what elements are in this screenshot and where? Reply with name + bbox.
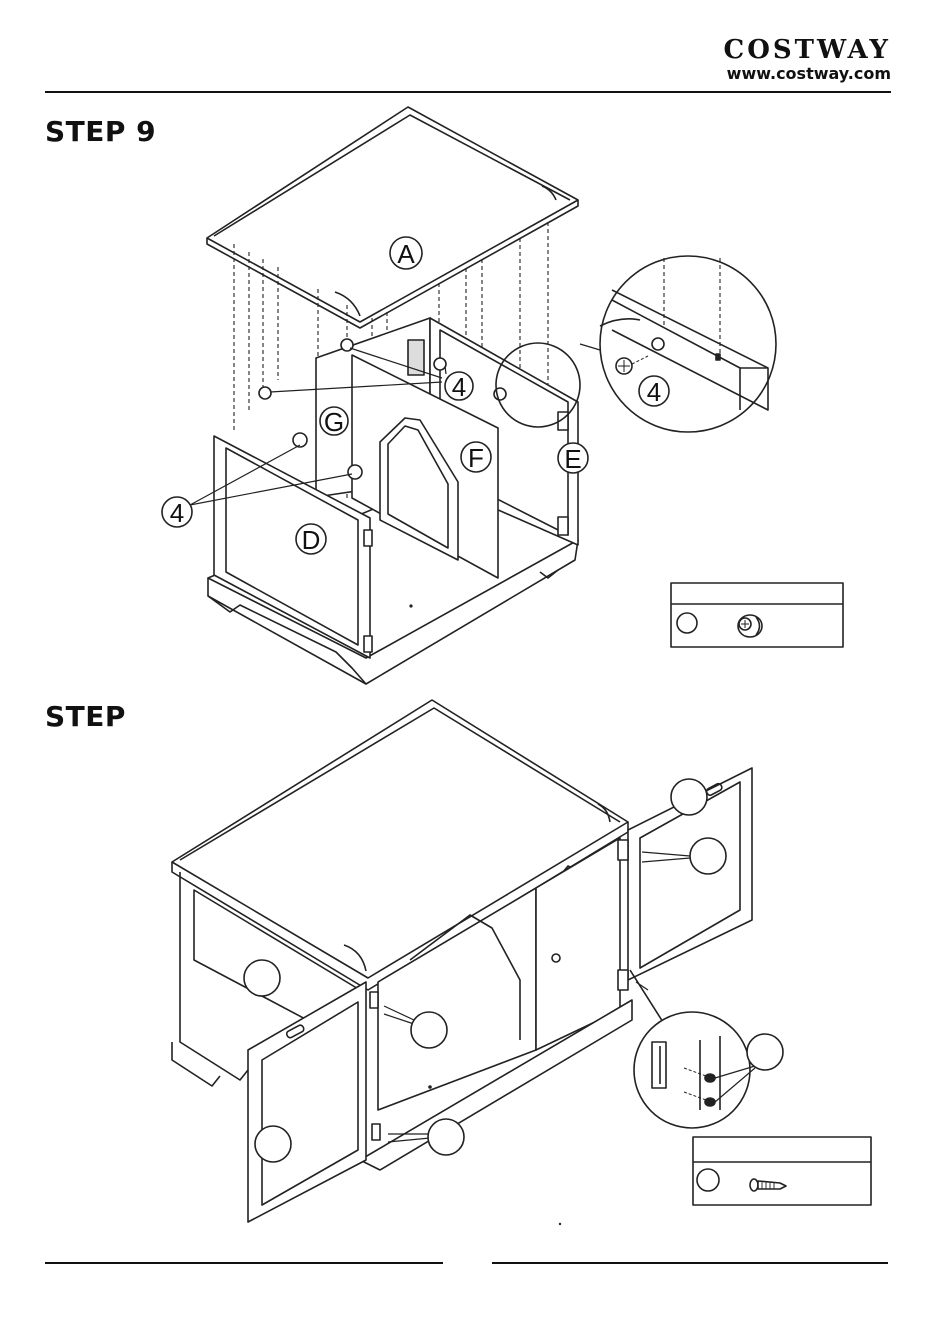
callout-right-screw-circle: [690, 838, 726, 874]
callout-left-side-circle: [244, 960, 280, 996]
callout-detail-screw-circle: [747, 1034, 783, 1070]
cam-lock-icon: [738, 615, 762, 637]
label-panel-e: E: [564, 444, 581, 474]
callout-left-door-circle: [255, 1126, 291, 1162]
hinge-magnifier: [630, 970, 755, 1128]
label-part-4b: 4: [170, 498, 184, 528]
label-panel-g: G: [324, 407, 344, 437]
step9-parts-box: [671, 583, 843, 647]
label-part-4c: 4: [647, 377, 661, 407]
label-panel-d: D: [302, 525, 321, 555]
left-door: [248, 982, 380, 1222]
label-panel-f: F: [468, 443, 484, 473]
callout-right-door-circle: [671, 779, 707, 815]
step10-parts-box: [693, 1137, 871, 1205]
parts-box-number-circle: [697, 1169, 719, 1191]
label-part-4a: 4: [452, 372, 466, 402]
label-panel-a: A: [397, 239, 415, 269]
callout-screw-bottom-circle: [428, 1119, 464, 1155]
step10-diagram: [172, 604, 871, 1225]
step9-diagram: A G F E D 4 4 4: [162, 107, 843, 684]
parts-box-number-circle: [677, 613, 697, 633]
callout-screw-top-circle: [411, 1012, 447, 1048]
